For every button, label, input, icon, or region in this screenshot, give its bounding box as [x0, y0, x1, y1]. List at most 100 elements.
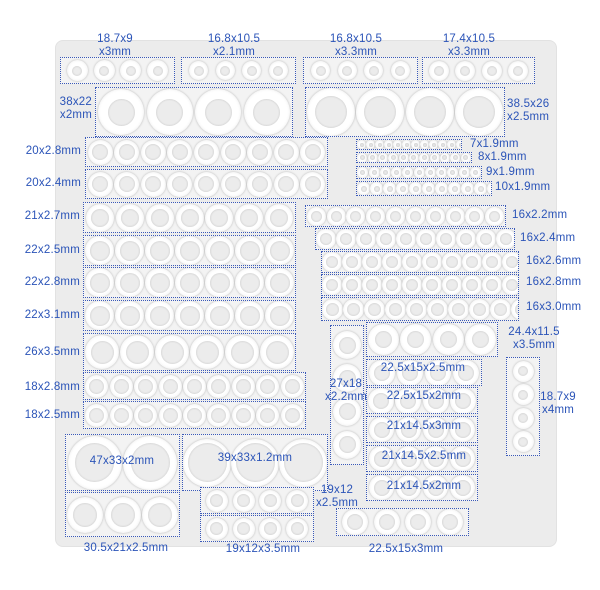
washer-hole	[412, 185, 419, 192]
washer-hole	[454, 392, 471, 409]
washer-hole	[138, 407, 154, 423]
washer-ring	[259, 489, 282, 512]
washer-hole	[421, 155, 427, 160]
washer-hole	[347, 514, 364, 530]
washer-hole	[147, 502, 172, 527]
washer-ring	[66, 60, 88, 81]
washer-ring	[445, 206, 465, 226]
washer-ring	[235, 203, 264, 232]
washer-hole	[186, 378, 202, 394]
compartment	[356, 152, 472, 163]
washer-ring	[356, 88, 405, 136]
washer-hole	[410, 514, 427, 530]
washer-hole	[290, 522, 304, 535]
washer-hole	[374, 364, 390, 381]
washer-hole	[473, 302, 486, 316]
size-label: 22x3.1mm	[24, 309, 80, 321]
washer-hole	[284, 378, 300, 394]
washer-hole	[373, 450, 390, 467]
washer-ring	[462, 252, 482, 272]
washer-ring	[87, 139, 113, 165]
washer-hole	[416, 170, 422, 175]
washer-hole	[92, 144, 109, 160]
size-label: 16x3.0mm	[526, 301, 582, 313]
washer-hole	[390, 210, 402, 222]
washer-ring	[183, 438, 231, 487]
washer-ring	[366, 206, 386, 226]
washer-ring	[235, 301, 264, 330]
washer-hole	[454, 450, 471, 467]
washer-hole	[454, 421, 471, 438]
washer-ring	[464, 324, 496, 355]
washer-hole	[90, 208, 109, 227]
washer-ring	[232, 489, 255, 512]
washer-ring	[419, 153, 430, 162]
washer-ring	[300, 171, 326, 197]
washer-hole	[118, 176, 135, 192]
washer-hole	[409, 210, 421, 222]
washer-ring	[175, 203, 204, 232]
washer-ring	[454, 88, 503, 136]
washer-ring	[507, 60, 528, 81]
washer-hole	[442, 155, 448, 160]
washer-hole	[450, 170, 456, 175]
washer-hole	[260, 407, 276, 423]
washer-hole	[378, 514, 395, 530]
washer-ring	[369, 417, 394, 442]
washer-ring	[357, 153, 368, 162]
washer-hole	[518, 436, 528, 447]
washer-ring	[429, 60, 450, 81]
washer-hole	[462, 96, 495, 128]
washer-hole	[239, 305, 260, 326]
washer-hole	[370, 210, 382, 222]
washer-ring	[232, 517, 255, 540]
washer-hole	[90, 340, 114, 364]
washer-hole	[304, 144, 321, 160]
washer-hole	[373, 421, 390, 438]
washer-ring	[382, 275, 402, 295]
washer-hole	[366, 256, 378, 268]
washer-hole	[211, 407, 227, 423]
washer-ring	[436, 229, 456, 249]
washer-hole	[405, 170, 411, 175]
washer-hole	[347, 302, 360, 316]
washer-ring	[512, 360, 534, 382]
washer-hole	[368, 65, 379, 76]
washer-hole	[494, 302, 507, 316]
washer-ring	[511, 298, 518, 320]
washer-hole	[446, 256, 458, 268]
washer-hole	[472, 170, 478, 175]
washer-ring	[423, 475, 448, 500]
washer-ring	[425, 206, 445, 226]
washer-hole	[320, 233, 332, 245]
compartment	[200, 487, 314, 514]
washer-ring	[512, 407, 534, 429]
washer-ring	[388, 153, 399, 162]
washer-hole	[454, 479, 471, 496]
size-label: 10x1.9mm	[495, 181, 551, 193]
washer-ring	[362, 252, 382, 272]
washer-hole	[326, 279, 338, 291]
washer-hole	[145, 176, 162, 192]
washer-ring	[205, 268, 234, 297]
washer-ring	[114, 171, 140, 197]
washer-hole	[338, 403, 356, 421]
washer-hole	[490, 185, 491, 192]
washer-hole	[438, 185, 445, 192]
washer-ring	[383, 182, 396, 195]
washer-hole	[186, 407, 202, 423]
washer-hole	[160, 340, 184, 364]
washer-ring	[114, 139, 140, 165]
washer-hole	[99, 65, 110, 76]
washer-hole	[471, 331, 489, 348]
washer-ring	[306, 206, 326, 226]
washer-ring	[265, 301, 294, 330]
compartment	[83, 300, 296, 331]
washer-hole	[390, 155, 396, 160]
washer-hole	[209, 305, 230, 326]
washer-ring	[247, 171, 273, 197]
washer-ring	[406, 298, 427, 320]
washer-hole	[284, 407, 300, 423]
